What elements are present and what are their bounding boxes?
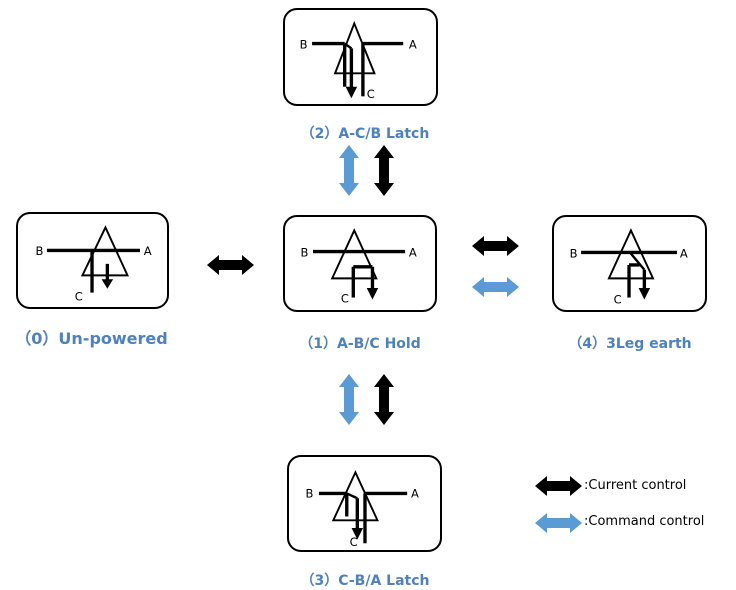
state-caption: （0）Un-powered: [15, 329, 168, 348]
terminal-a: A: [411, 486, 419, 500]
terminal-a: A: [409, 245, 417, 259]
current-control-arrow-vertical: [374, 374, 394, 425]
terminal-c: C: [350, 535, 358, 549]
state-box-c-b-a-latch: B A C: [287, 455, 442, 552]
terminal-a: A: [680, 246, 688, 260]
current-control-arrow-horizontal: [207, 255, 254, 275]
command-control-arrow-vertical: [339, 374, 359, 425]
current-control-arrow-horizontal: [472, 236, 519, 256]
legend-command-arrow: [535, 513, 582, 533]
terminal-a: A: [409, 37, 417, 51]
terminal-b: B: [35, 244, 43, 258]
switch-symbol: B A C: [570, 228, 688, 306]
legend-current-label: :Current control: [584, 478, 687, 493]
terminal-c: C: [614, 292, 622, 306]
terminal-a: A: [144, 244, 152, 258]
switch-symbol: B A C: [301, 228, 417, 305]
triangle-icon: [607, 228, 655, 280]
state-caption: （1）A-B/C Hold: [299, 336, 421, 352]
current-control-arrow-vertical: [374, 145, 394, 196]
terminal-b: B: [301, 245, 309, 259]
state-box-un-powered: B A C: [16, 212, 169, 309]
state-caption: （4）3Leg earth: [568, 336, 692, 352]
state-box-a-b-c-hold: B A C: [283, 215, 437, 312]
terminal-c: C: [75, 289, 83, 303]
switch-symbol: B A C: [35, 225, 152, 303]
terminal-b: B: [306, 486, 314, 500]
terminal-b: B: [300, 37, 308, 51]
state-box-a-c-b-latch: B A C: [283, 8, 438, 106]
terminal-c: C: [367, 87, 375, 101]
terminal-b: B: [570, 246, 578, 260]
legend-command-label: :Command control: [584, 514, 705, 529]
state-caption: （3）C-B/A Latch: [300, 573, 430, 589]
state-box-3leg-earth: B A C: [552, 215, 707, 312]
command-control-arrow-horizontal: [472, 277, 519, 297]
state-caption: （2）A-C/B Latch: [300, 126, 430, 142]
legend-current-arrow: [535, 476, 582, 496]
switch-symbol: B A C: [300, 20, 417, 101]
triangle-icon: [333, 20, 376, 75]
terminal-c: C: [341, 291, 349, 305]
command-control-arrow-vertical: [339, 145, 359, 196]
switch-symbol: B A C: [306, 470, 419, 549]
